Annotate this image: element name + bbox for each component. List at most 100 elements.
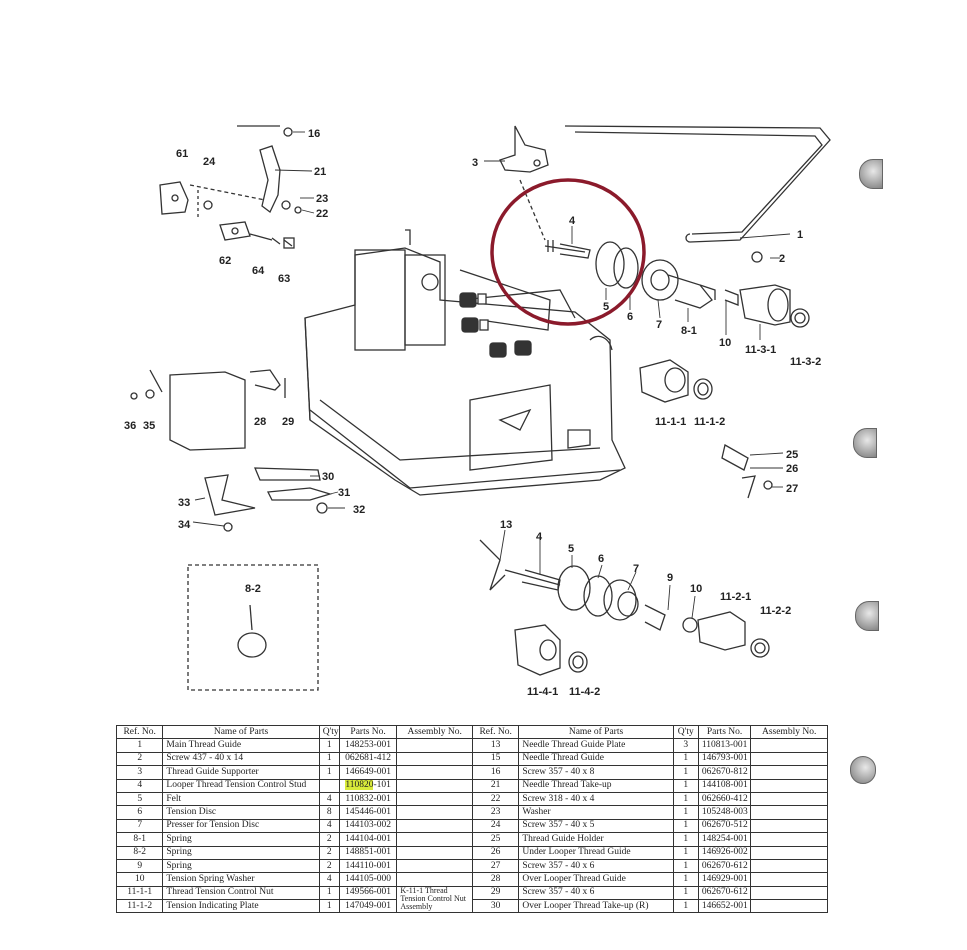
ref-no: 15 [471,751,520,767]
assembly-no [396,845,473,860]
header-assembly: Assembly No. [750,724,828,740]
callout-labels: 16 61 24 21 23 22 62 64 63 3 4 1 2 5 6 7… [124,128,821,698]
callout-33: 33 [178,497,190,509]
tension-assembly-upper [544,240,810,328]
callout-64: 64 [252,265,265,277]
part-name: Tension Disc [162,805,320,820]
callout-31: 31 [338,487,350,499]
ref-no: 1 [115,738,164,753]
callout-7: 7 [656,319,662,331]
inset-spring-8-2 [187,564,319,691]
part-name: Needle Thread Guide [518,751,674,767]
callout-61: 61 [176,148,188,160]
ref-no: 28 [471,872,520,887]
part-number: 145446-001 [338,805,398,820]
header-name: Name of Parts [518,724,674,740]
thread-guide-holder [721,444,773,499]
ref-no: 8-1 [115,832,164,847]
part-number: 146793-001 [697,751,752,767]
header-qty: Q'ty [318,724,340,740]
highlight-circle [490,178,646,326]
part-number-suffix: -101 [373,780,391,791]
assembly-no [396,778,473,793]
quantity: 1 [672,791,699,807]
assembly-no [750,845,828,860]
part-number: 146652-001 [697,899,752,914]
part-number: 110832-001 [338,791,398,807]
part-number: 147049-001 [338,899,398,914]
callout-11-2-1: 11-2-1 [720,591,751,603]
assembly-no [750,765,828,780]
header-qty: Q'ty [672,724,699,740]
binder-hole [850,756,876,784]
quantity: 1 [672,765,699,780]
part-name: Thread Guide Holder [518,832,674,847]
assembly-no [750,805,828,820]
callout-25: 25 [786,449,798,461]
assembly-no [396,751,473,767]
quantity: 1 [672,858,699,874]
part-name: Looper Thread Tension Control Stud [162,778,320,793]
tension-nut-11-1 [639,359,713,403]
part-number: 062681-412 [338,751,398,767]
quantity: 1 [672,885,699,901]
callout-10: 10 [719,337,731,349]
callout-13: 13 [500,519,512,531]
ref-no: 13 [471,738,520,753]
part-number: 144104-001 [338,832,398,847]
callout-7-lower: 7 [633,563,639,575]
ref-no: 7 [115,818,164,834]
callout-35: 35 [143,420,155,432]
part-name: Screw 318 - 40 x 4 [518,791,674,807]
ref-no: 24 [471,818,520,834]
part-number: 148253-001 [338,738,398,753]
callout-9: 9 [667,572,673,584]
callout-5: 5 [603,301,609,313]
ref-no: 4 [115,778,164,793]
callout-8-1: 8-1 [681,325,697,337]
part-name: Spring [162,845,320,860]
callout-1: 1 [797,229,803,241]
callout-24: 24 [203,156,216,168]
assembly-no [750,899,828,914]
ref-no: 30 [471,899,520,914]
assembly-no [396,805,473,820]
left-lower-parts [130,369,333,532]
quantity: 4 [318,818,340,834]
quantity: 1 [672,778,699,793]
binder-hole [859,159,883,189]
part-name: Over Looper Thread Take-up (R) [518,899,674,914]
assembly-no [396,858,473,874]
part-name: Under Looper Thread Guide [518,845,674,860]
quantity: 4 [318,791,340,807]
tension-assembly-lower [479,539,770,676]
quantity: 1 [318,751,340,767]
assembly-no [750,778,828,793]
callout-11-1-2: 11-1-2 [694,416,725,428]
assembly-no [396,738,473,753]
part-number: 146929-001 [697,872,752,887]
callout-63: 63 [278,273,290,285]
callout-4-lower: 4 [536,531,543,543]
quantity [318,778,340,793]
ref-no: 26 [471,845,520,860]
part-number: 062660-412 [697,791,752,807]
machine-body [304,229,626,496]
ref-no: 3 [115,765,164,780]
header-name: Name of Parts [162,724,320,740]
part-number: 062670-612 [697,858,752,874]
ref-no: 6 [115,805,164,820]
part-number: 062670-812 [697,765,752,780]
part-name: Spring [162,858,320,874]
part-number: 110820-101 [338,778,398,793]
part-name: Needle Thread Take-up [518,778,674,793]
part-name: Presser for Tension Disc [162,818,320,834]
callout-34: 34 [178,519,191,531]
callout-11-4-1: 11-4-1 [527,686,558,698]
part-name: Screw 357 - 40 x 5 [518,818,674,834]
leader-lines [192,131,791,619]
part-number: 110813-001 [697,738,752,753]
callout-26: 26 [786,463,798,475]
